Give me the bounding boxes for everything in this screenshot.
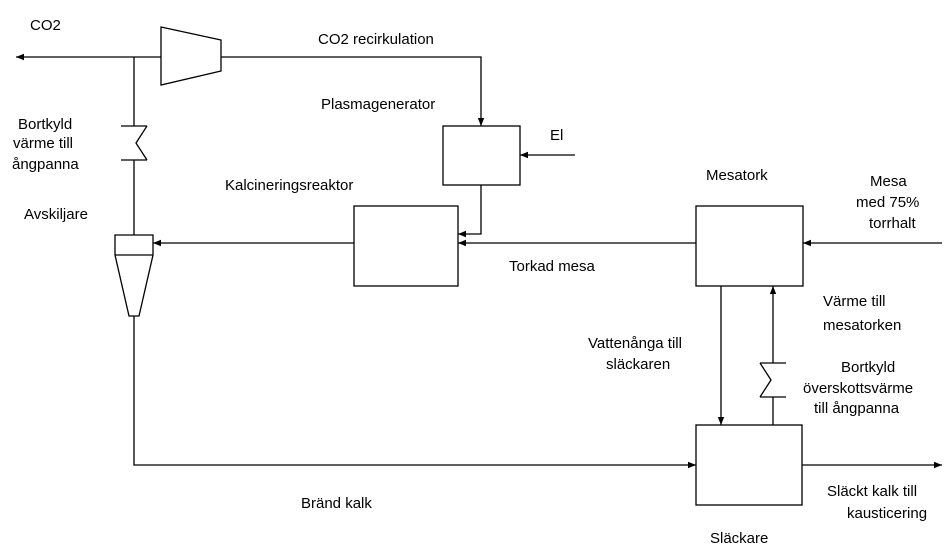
torkad-mesa-label: Torkad mesa (509, 258, 596, 275)
plasmagenerator-box (442, 125, 521, 186)
plasma-to-reactor-line (458, 185, 482, 238)
mesatork-label: Mesatork (706, 167, 768, 184)
overskott-label-3: till ångpanna (814, 400, 900, 417)
burnt-lime-line (133, 316, 696, 469)
slackt-kalk-label-1: Släckt kalk till (827, 483, 917, 500)
slackt-kalk-label-2: kausticering (847, 505, 927, 522)
varme-till-label-2: mesatorken (823, 317, 901, 334)
vattenanga-label-2: släckaren (606, 356, 670, 373)
vattenanga-label-1: Vattenånga till (588, 335, 682, 352)
overskott-label-2: överskottsvärme (803, 380, 913, 397)
avskiljare-label: Avskiljare (24, 206, 88, 223)
co2-label: CO2 (30, 17, 61, 34)
mesatork-box (695, 205, 804, 287)
kalcineringsreaktor-box (353, 205, 459, 287)
compressor-shape (160, 26, 222, 86)
slackare-box (695, 424, 803, 506)
el-label: El (550, 127, 563, 144)
mesa-label-1: Mesa (870, 173, 907, 190)
heat-exchanger-2-icon (759, 362, 786, 398)
overskott-label-1: Bortkyld (841, 359, 895, 376)
cyclone-separator-shape (114, 234, 154, 317)
bortkyld-label-3: ångpanna (12, 156, 79, 173)
mesa-label-3: torrhalt (869, 215, 917, 232)
varme-till-label-1: Värme till (823, 293, 886, 310)
co2-recirculation-line (221, 56, 485, 126)
heat-exchanger-icon (121, 125, 148, 161)
kalcineringsreaktor-label: Kalcineringsreaktor (225, 177, 353, 194)
brand-kalk-label: Bränd kalk (301, 495, 372, 512)
bortkyld-label-1: Bortkyld (18, 116, 72, 133)
co2-recirkulation-label: CO2 recirkulation (318, 31, 434, 48)
slackare-label: Släckare (710, 530, 768, 547)
bortkyld-label-2: värme till (13, 135, 73, 152)
plasmagenerator-label: Plasmagenerator (321, 96, 435, 113)
mesa-label-2: med 75% (856, 194, 919, 211)
